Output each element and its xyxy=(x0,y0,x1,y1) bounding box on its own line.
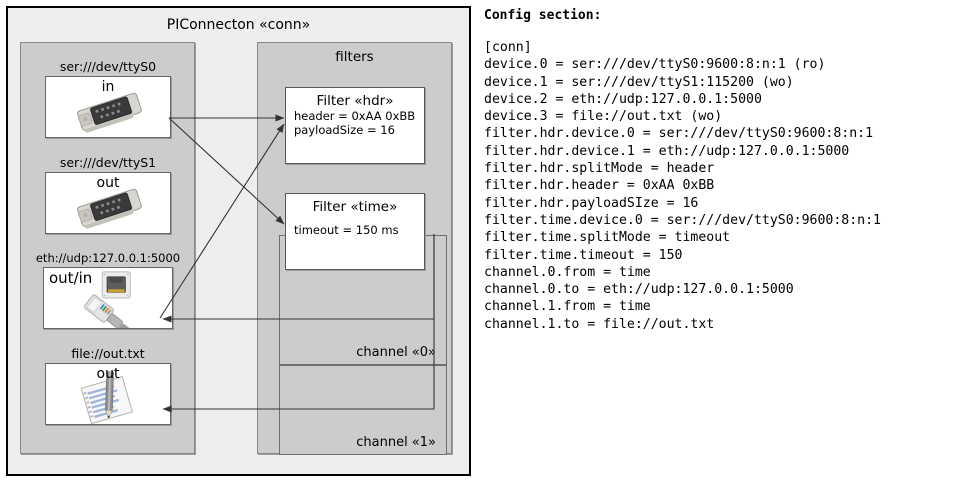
filter-prop-timeout: timeout = 150 ms xyxy=(294,223,399,237)
device-group-eth[interactable]: eth://udp:127.0.0.1:5000 out/in xyxy=(28,251,188,329)
ethernet-plug-icon xyxy=(84,271,137,328)
device-label-ttys1: ser:///dev/ttyS1 xyxy=(59,155,157,170)
diagram-frame: PIConnecton «conn» ser:///dev/ttyS0 in xyxy=(6,6,471,476)
filter-title-time: Filter «time» xyxy=(312,199,398,215)
device-label-eth: eth://udp:127.0.0.1:5000 xyxy=(35,251,181,265)
device-box-eth[interactable]: out/in xyxy=(43,267,173,329)
device-io-ttys1: out xyxy=(96,175,120,191)
filters-panel: filters channel «0» channel «1» Filter «… xyxy=(257,42,452,455)
channel-label-1: channel «1» xyxy=(356,435,436,450)
device-box-ttys0[interactable]: in xyxy=(45,76,171,138)
device-box-ttys1[interactable]: out xyxy=(45,172,171,234)
serial-port-icon xyxy=(77,188,142,229)
config-text: [conn] device.0 = ser:///dev/ttyS0:9600:… xyxy=(484,40,881,332)
channel-label-0: channel «0» xyxy=(356,345,436,360)
device-box-file[interactable]: out xyxy=(45,363,171,425)
config-heading: Config section: xyxy=(484,8,602,23)
devices-panel: ser:///dev/ttyS0 in xyxy=(20,42,195,454)
config-area: Config section: [conn] device.0 = ser://… xyxy=(484,8,954,333)
device-io-file: out xyxy=(96,366,120,382)
filter-prop-payloadsize: payloadSize = 16 xyxy=(294,123,395,137)
device-label-file: file://out.txt xyxy=(71,346,145,361)
device-group-ttys1[interactable]: ser:///dev/ttyS1 out xyxy=(33,155,183,234)
filter-prop-header: header = 0xAA 0xBB xyxy=(294,109,416,123)
filter-title-hdr: Filter «hdr» xyxy=(316,93,394,109)
filters-panel-title: filters xyxy=(335,49,374,65)
device-label-ttys0: ser:///dev/ttyS0 xyxy=(59,59,157,74)
serial-port-icon xyxy=(77,92,142,133)
device-io-ttys0: in xyxy=(101,79,115,95)
device-group-file[interactable]: file://out.txt out xyxy=(33,346,183,425)
device-group-ttys0[interactable]: ser:///dev/ttyS0 in xyxy=(33,59,183,138)
text-file-icon xyxy=(80,371,133,424)
filter-box-time[interactable]: Filter «time» timeout = 150 ms xyxy=(285,193,425,270)
device-io-eth: out/in xyxy=(49,269,93,287)
channel-box-1[interactable]: channel «1» xyxy=(279,365,447,455)
diagram-title: PIConnecton «conn» xyxy=(166,17,311,33)
filter-box-hdr[interactable]: Filter «hdr» header = 0xAA 0xBB payloadS… xyxy=(285,87,425,164)
